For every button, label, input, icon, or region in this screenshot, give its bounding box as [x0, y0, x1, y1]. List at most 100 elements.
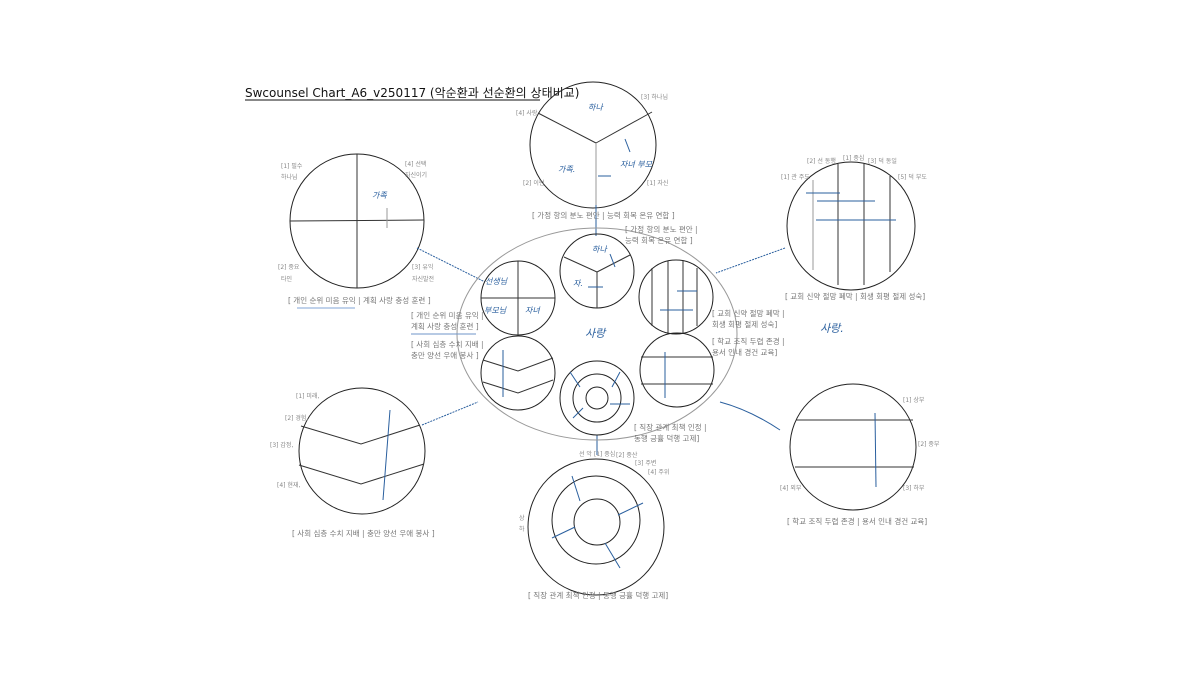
divider-line	[421, 401, 479, 426]
label: [ 개인 순위 미음 유익 |	[411, 310, 484, 320]
arrow	[611, 371, 621, 388]
caption: [ 교회 신약 절망 폐막 | 회생 회평 절제 성숙]	[785, 291, 925, 301]
caption: [ 가정 항의 분노 편안 | 능력 회복 온유 연합 ]	[532, 210, 675, 220]
inner-society	[480, 335, 556, 411]
divider-line	[482, 357, 554, 372]
arrow	[604, 542, 621, 569]
top-circle-family: [4] 사랑 [3] 하나님 [2] 이런 [1] 자신 하나 가족. 자녀 부…	[516, 81, 675, 236]
divider-line	[482, 379, 554, 394]
central-ellipse-love: 사랑 사랑. 선생님 부모님 자녀 하나 자.	[411, 224, 844, 443]
caption: [ 사회 심층 수치 지배 | 충만 양선 우애 봉사 ]	[292, 528, 435, 538]
label: 자.	[573, 279, 583, 288]
arrow	[609, 253, 616, 268]
divider-line	[595, 111, 653, 144]
arrow	[617, 502, 644, 516]
label: 부모님	[484, 306, 507, 315]
label: [3] 하나님	[641, 93, 668, 101]
label: [3] 주변	[635, 459, 656, 467]
divider-line	[298, 463, 425, 485]
label: [3] 하부	[903, 484, 925, 492]
inner-church	[638, 259, 714, 335]
circle-outline	[298, 387, 426, 515]
right-bottom-circle-school: [1] 상부 [2] 중부 [3] 하부 [4] 외부 [ 학교 조직 두렵 존…	[719, 383, 940, 526]
note: 가족.	[558, 165, 575, 174]
label: 용서 인내 경건 교육]	[712, 347, 777, 357]
bottom-circle-workplace: 선 악 [1] 중심 [2] 중산 [3] 주변 [4] 주위 상 하 [ 직장…	[519, 435, 669, 600]
circle-outline	[638, 259, 714, 335]
label: [1] 자신	[647, 179, 668, 187]
label: [1] 상부	[903, 396, 925, 404]
label: [1] 관 주도	[781, 173, 810, 181]
center-label: 사랑	[585, 327, 607, 340]
divider-line	[416, 247, 486, 283]
label: 자신발전	[412, 275, 434, 283]
arrow	[874, 412, 877, 488]
label: 선생님	[485, 277, 508, 286]
note: 하나	[588, 103, 604, 112]
label: [3] 유익	[412, 263, 433, 271]
inner-school	[639, 332, 715, 408]
divider-line	[537, 112, 597, 144]
inner-workplace	[559, 360, 635, 436]
circle-outline	[527, 458, 665, 596]
label: [2] 중산	[616, 451, 638, 459]
divider-line	[563, 256, 598, 273]
left-bottom-circle-society: [1] 미래, [2] 경험, [3] 감정, [4] 현재, [ 사회 심층 …	[270, 387, 479, 538]
circle-outline	[573, 498, 621, 546]
circle-outline	[639, 332, 715, 408]
circle-outline	[572, 373, 622, 423]
right-top-circle-church: [2] 선 동행 [1] 중심 [3] 덕 동일 [1] 관 주도 [5] 덕 …	[715, 154, 927, 301]
left-top-circle-individual: [1] 필수 하나님 [4] 선택 자신이기 [2] 중요 타인 [3] 유익 …	[278, 153, 486, 309]
circle-outline	[559, 360, 635, 436]
circle-outline	[480, 335, 556, 411]
label: [1] 미래,	[296, 392, 319, 400]
arrow	[624, 138, 631, 153]
label: [1] 중심	[843, 154, 864, 162]
note: 자녀 부모	[620, 160, 653, 169]
divider-line	[715, 247, 786, 274]
arrow	[571, 475, 581, 502]
label: [2] 중부	[918, 441, 940, 448]
arrow	[569, 371, 581, 388]
label: [2] 이런	[523, 179, 544, 187]
label: [ 학교 조직 두렵 존경 |	[712, 336, 785, 346]
caption: [ 학교 조직 두렵 존경 | 용서 인내 경건 교육]	[787, 516, 927, 526]
label: 충만 양선 우애 봉사 ]	[411, 351, 479, 360]
chart-title: Swcounsel Chart_A6_v250117 (악순환과 선순환의 상태…	[245, 86, 579, 100]
label: [1] 필수	[281, 163, 303, 170]
label: 능력 회복 온유 연합 ]	[625, 236, 693, 245]
arrow	[382, 409, 391, 501]
label: 하나님	[281, 173, 298, 181]
label: 계획 사랑 충성 훈련 ]	[411, 321, 479, 331]
label: [2] 중요	[278, 264, 300, 271]
circle-outline	[789, 383, 917, 511]
label: 하나	[592, 245, 608, 254]
caption: [ 직장 관계 최책 인정 | 동행 긍휼 덕행 고제]	[528, 590, 668, 600]
label: 가족	[372, 191, 387, 200]
label: [4] 현재,	[277, 481, 300, 489]
arrow	[551, 526, 576, 539]
label: 자신이기	[405, 171, 427, 179]
label: [3] 덕 동일	[868, 157, 897, 165]
label: 동행 긍휼 덕행 고제]	[634, 433, 699, 443]
label: [3] 감정,	[270, 442, 293, 449]
label: [2] 선 동행	[807, 157, 836, 165]
label: [4] 사랑	[516, 109, 538, 117]
label: [ 직장 관계 최책 인정 |	[634, 422, 707, 432]
arrow	[572, 407, 584, 419]
label: [2] 경험,	[285, 414, 308, 422]
side-note: 사랑.	[820, 322, 844, 335]
label: [ 사회 심층 수치 지배 |	[411, 339, 484, 349]
circle-outline	[551, 475, 641, 565]
label: [ 가정 항의 분노 편안 |	[625, 224, 698, 234]
inner-individual: 선생님 부모님 자녀	[480, 260, 556, 336]
label: [ 교회 신약 절망 폐막 |	[712, 308, 785, 318]
arrow	[719, 401, 781, 431]
label: 하	[519, 525, 525, 533]
label: [4] 주위	[648, 468, 669, 476]
label: 상	[519, 514, 525, 522]
label: 자녀	[525, 306, 541, 315]
caption: [ 개인 순위 미음 유익 | 계획 사랑 충성 훈련 ]	[288, 295, 431, 305]
circle-outline	[786, 161, 916, 291]
